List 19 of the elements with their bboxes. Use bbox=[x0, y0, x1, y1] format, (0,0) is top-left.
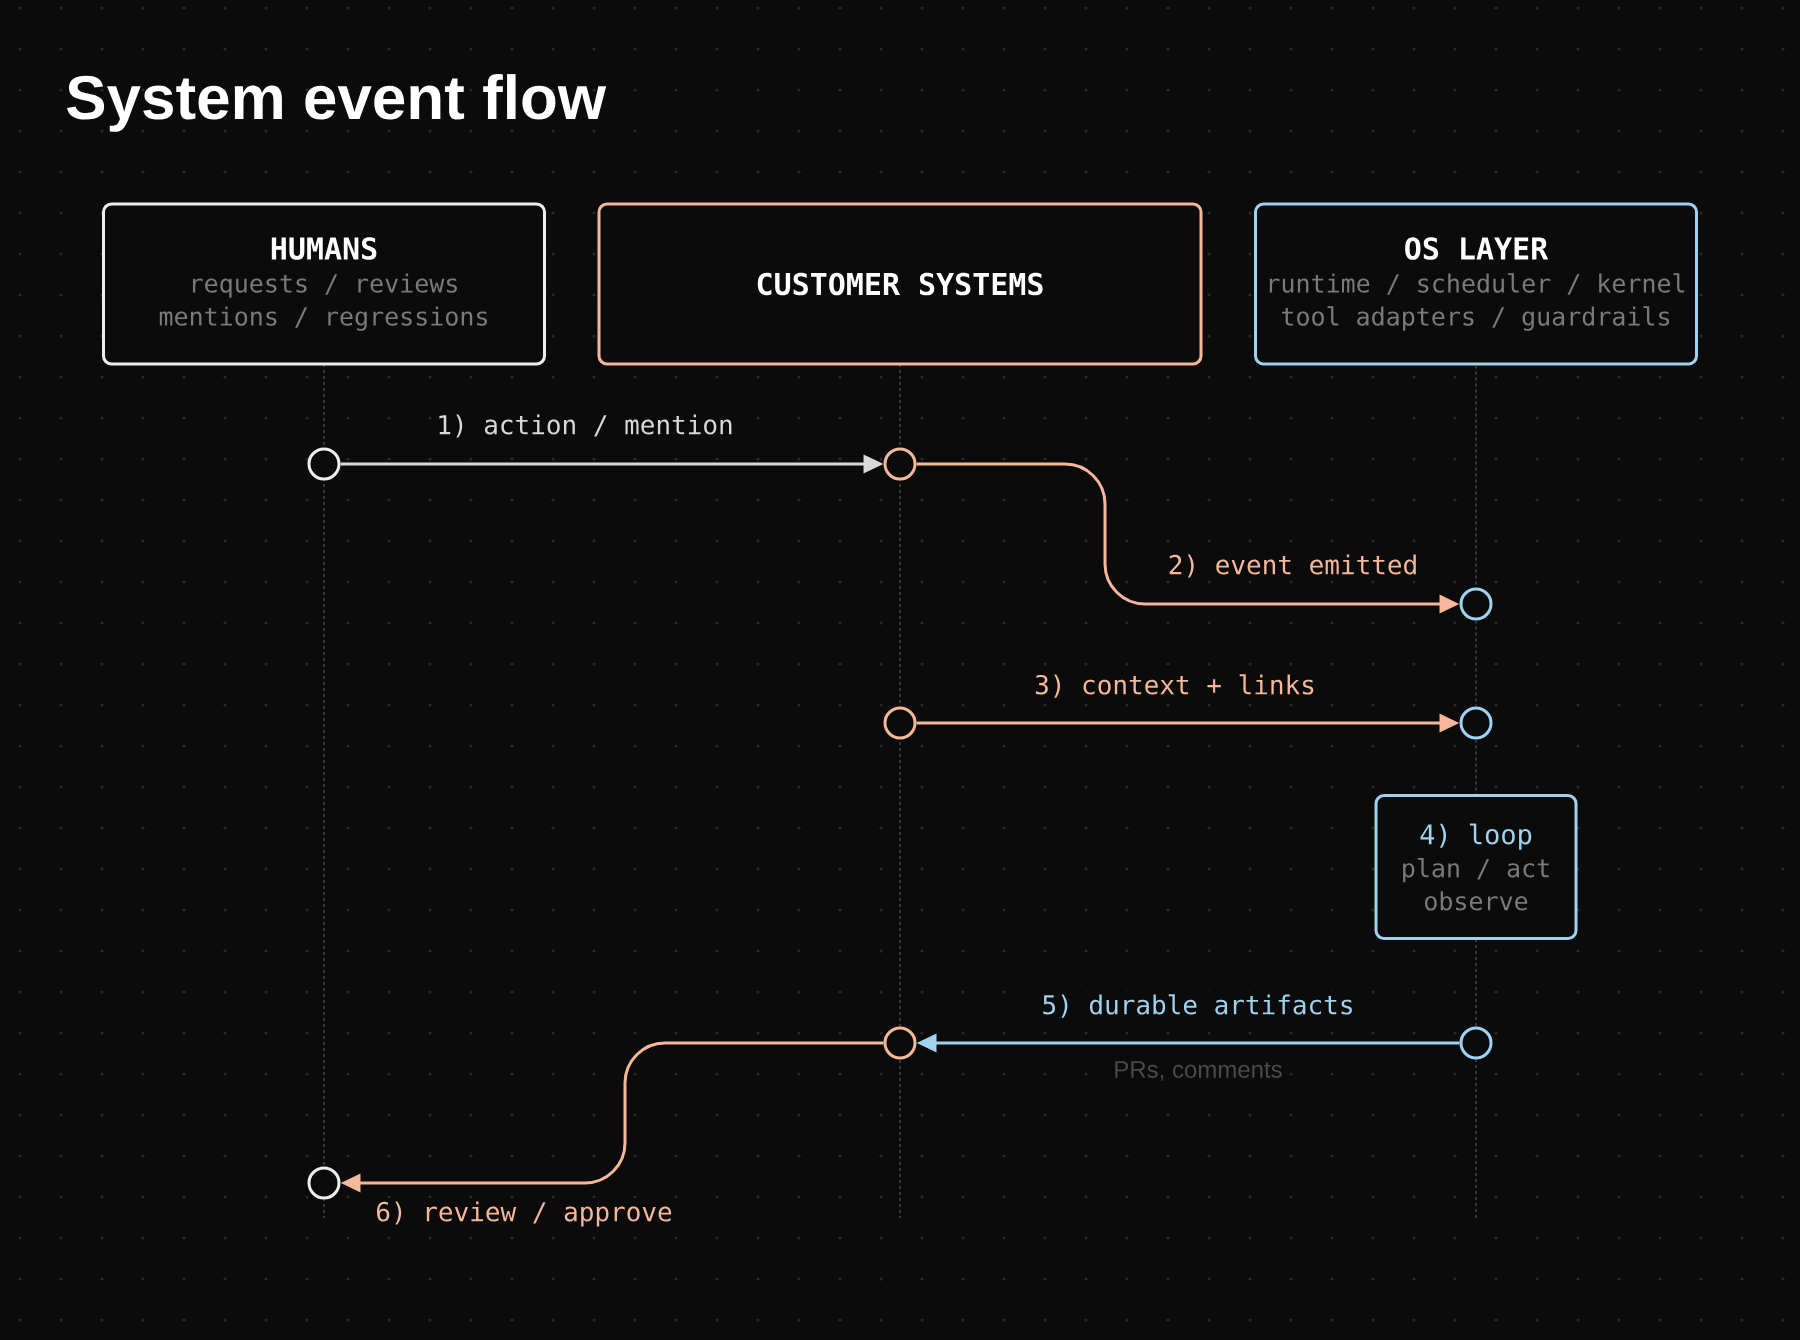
event-circle bbox=[307, 1166, 341, 1200]
event-circle bbox=[1459, 1026, 1493, 1060]
edge-label: 2) event emitted bbox=[1164, 551, 1422, 581]
edge-label: 1) action / mention bbox=[433, 411, 737, 441]
edge-label: 6) review / approve bbox=[372, 1198, 676, 1230]
event-circle bbox=[307, 447, 341, 481]
edge-note: PRs, comments bbox=[1111, 1059, 1285, 1083]
lane-header-box: HUMANS requests / reviews mentions / regressions bbox=[102, 202, 546, 366]
event-circle bbox=[1459, 587, 1493, 621]
event-circle bbox=[883, 447, 917, 481]
loop-box: 4) loop plan / act observe bbox=[1374, 794, 1578, 940]
edge-label: 3) context + links bbox=[1031, 671, 1319, 701]
event-circle bbox=[883, 706, 917, 740]
event-circle bbox=[883, 1026, 917, 1060]
edge-label: 5) durable artifacts bbox=[1038, 991, 1358, 1021]
lane-header-box: OS LAYER runtime / scheduler / kernel tool adapters / guardrails bbox=[1254, 202, 1698, 366]
lane-header-box: CUSTOMER SYSTEMS bbox=[597, 202, 1203, 366]
title: System event flow bbox=[67, 74, 607, 132]
event-circle bbox=[1459, 706, 1493, 740]
